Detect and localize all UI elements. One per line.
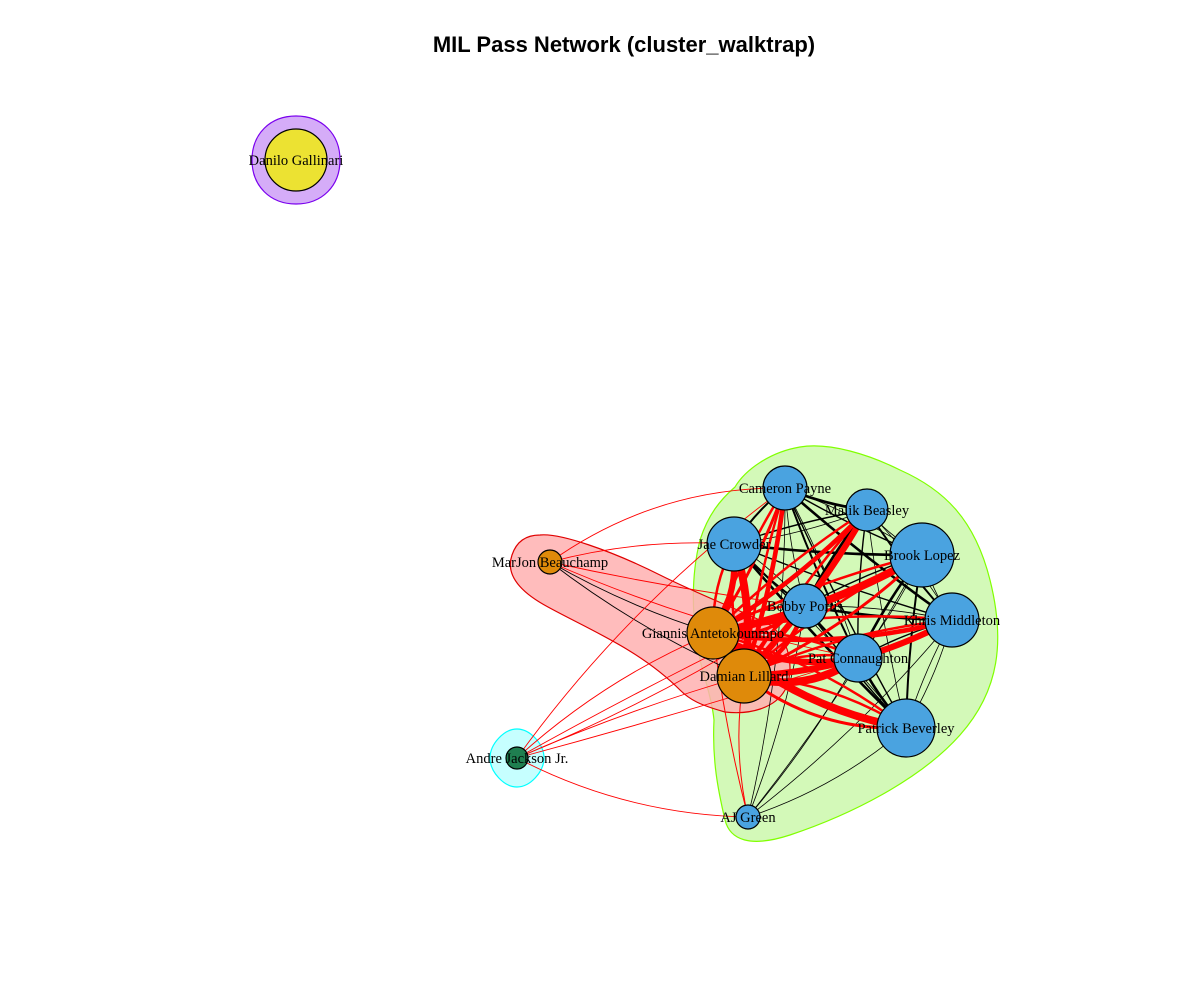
- node-ajgreen: [735, 804, 761, 830]
- label-andre: Andre Jackson Jr.: [466, 751, 569, 767]
- label-khris: Khris Middleton: [904, 613, 1001, 629]
- chart-title: MIL Pass Network (cluster_walktrap): [432, 32, 816, 57]
- pass-edge: [549, 487, 786, 563]
- node-damian: [716, 648, 772, 704]
- label-marjon: MarJon Beauchamp: [492, 555, 608, 571]
- node-patrick: [876, 698, 936, 758]
- label-jae: Jae Crowder: [698, 537, 771, 553]
- pass-edge: [516, 757, 749, 818]
- pass-edge: [747, 554, 923, 818]
- node-marjon: [537, 549, 563, 575]
- label-brook: Brook Lopez: [884, 548, 961, 564]
- node-danilo: [264, 128, 328, 192]
- pass-edge: [784, 487, 907, 729]
- node-jae: [706, 516, 762, 572]
- player-nodes: [264, 128, 980, 830]
- pass-edge: [747, 605, 806, 818]
- label-pat: Pat Connaughton: [808, 651, 909, 667]
- node-cameron: [762, 465, 808, 511]
- pass-edge: [516, 632, 714, 759]
- node-brook: [889, 522, 955, 588]
- node-andre: [505, 746, 529, 770]
- pass-edge: [516, 605, 806, 759]
- node-giannis: [686, 606, 740, 660]
- node-bobby: [782, 583, 828, 629]
- label-malik: Malik Beasley: [825, 503, 910, 519]
- pass-edge: [549, 561, 745, 677]
- pass-edge: [710, 617, 955, 643]
- node-pat: [833, 633, 883, 683]
- label-danilo: Danilo Gallinari: [249, 153, 344, 169]
- pass-edge: [549, 561, 806, 607]
- node-khris: [924, 592, 980, 648]
- label-damian: Damian Lillard: [700, 669, 790, 685]
- label-bobby: Bobby Portis: [767, 599, 843, 615]
- label-cameron: Cameron Payne: [739, 481, 831, 497]
- label-ajgreen: AJ Green: [720, 810, 776, 826]
- pass-edge: [516, 657, 859, 759]
- node-malik: [845, 488, 889, 532]
- label-giannis: Giannis Antetokounmpo: [642, 626, 784, 642]
- label-patrick: Patrick Beverley: [857, 721, 955, 737]
- pass-edge: [711, 615, 954, 635]
- pass-edge: [733, 543, 953, 621]
